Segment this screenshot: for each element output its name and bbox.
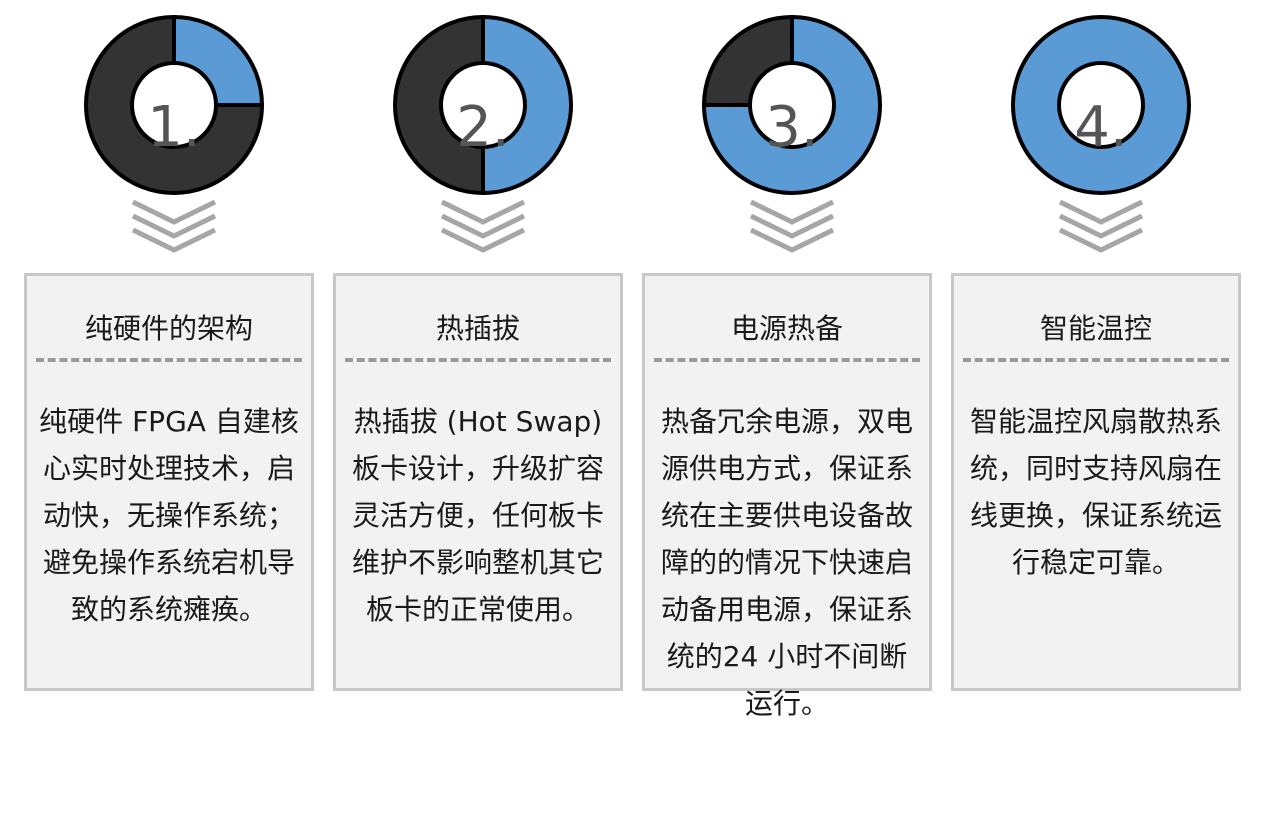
donut-filled-segment (1011, 15, 1191, 195)
progress-donut-1 (84, 14, 265, 195)
step-number-1: 1. (147, 95, 201, 160)
dashed-divider (36, 358, 302, 362)
chevron-down-icon (1058, 199, 1144, 253)
progress-donut-3 (701, 14, 882, 195)
donut-filled-segment (481, 14, 573, 196)
donut-remaining-segment (393, 14, 485, 196)
chevron-down-icon (131, 199, 217, 253)
step-number-2: 2. (456, 95, 510, 160)
step-card-2 (333, 273, 623, 691)
step-title-1: 纯硬件的架构 (84, 312, 253, 345)
donut-hole (1059, 63, 1143, 147)
dashed-divider (963, 358, 1229, 362)
step-column-1: 1. 纯硬件的架构 纯硬件 FPGA 自建核心实时处理技术，启动快，无操作系统；… (24, 0, 324, 826)
step-column-2: 2. 热插拔 热插拔 (Hot Swap)板卡设计，升级扩容灵活方便，任何板卡维… (333, 0, 633, 826)
donut-filled-segment (172, 14, 265, 107)
progress-donut-4 (1011, 15, 1191, 195)
step-column-4: 4. 智能温控 智能温控风扇散热系统，同时支持风扇在线更换，保证系统运行稳定可靠… (951, 0, 1251, 826)
step-column-3: 3. 电源热备 热备冗余电源，双电源供电方式，保证系统在主要供电设备故障的的情况… (642, 0, 942, 826)
donut-hole (132, 63, 216, 147)
dashed-divider (654, 358, 920, 362)
donut-hole (441, 63, 525, 147)
donut-remaining-segment (84, 14, 265, 195)
chevron-down-icon (440, 199, 526, 253)
step-description-2: 热插拔 (Hot Swap)板卡设计，升级扩容灵活方便，任何板卡维护不影响整机其… (351, 405, 604, 626)
chevron-down-icon (749, 199, 835, 253)
step-title-4: 智能温控 (1039, 312, 1152, 345)
step-card-1 (24, 273, 314, 691)
step-title-3: 电源热备 (730, 312, 843, 345)
step-title-2: 热插拔 (435, 312, 520, 345)
step-description-1: 纯硬件 FPGA 自建核心实时处理技术，启动快，无操作系统；避免操作系统宕机导致… (39, 405, 299, 626)
donut-filled-segment (701, 14, 882, 195)
donut-remaining-segment (701, 14, 794, 107)
donut-hole (750, 63, 834, 147)
step-card-3 (642, 273, 932, 691)
dashed-divider (345, 358, 611, 362)
step-description-3: 热备冗余电源，双电源供电方式，保证系统在主要供电设备故障的的情况下快速启动备用电… (660, 405, 913, 720)
step-number-4: 4. (1074, 95, 1128, 160)
step-card-4 (951, 273, 1241, 691)
progress-donut-2 (393, 14, 573, 196)
step-description-4: 智能温控风扇散热系统，同时支持风扇在线更换，保证系统运行稳定可靠。 (969, 405, 1222, 579)
step-number-3: 3. (765, 95, 819, 160)
